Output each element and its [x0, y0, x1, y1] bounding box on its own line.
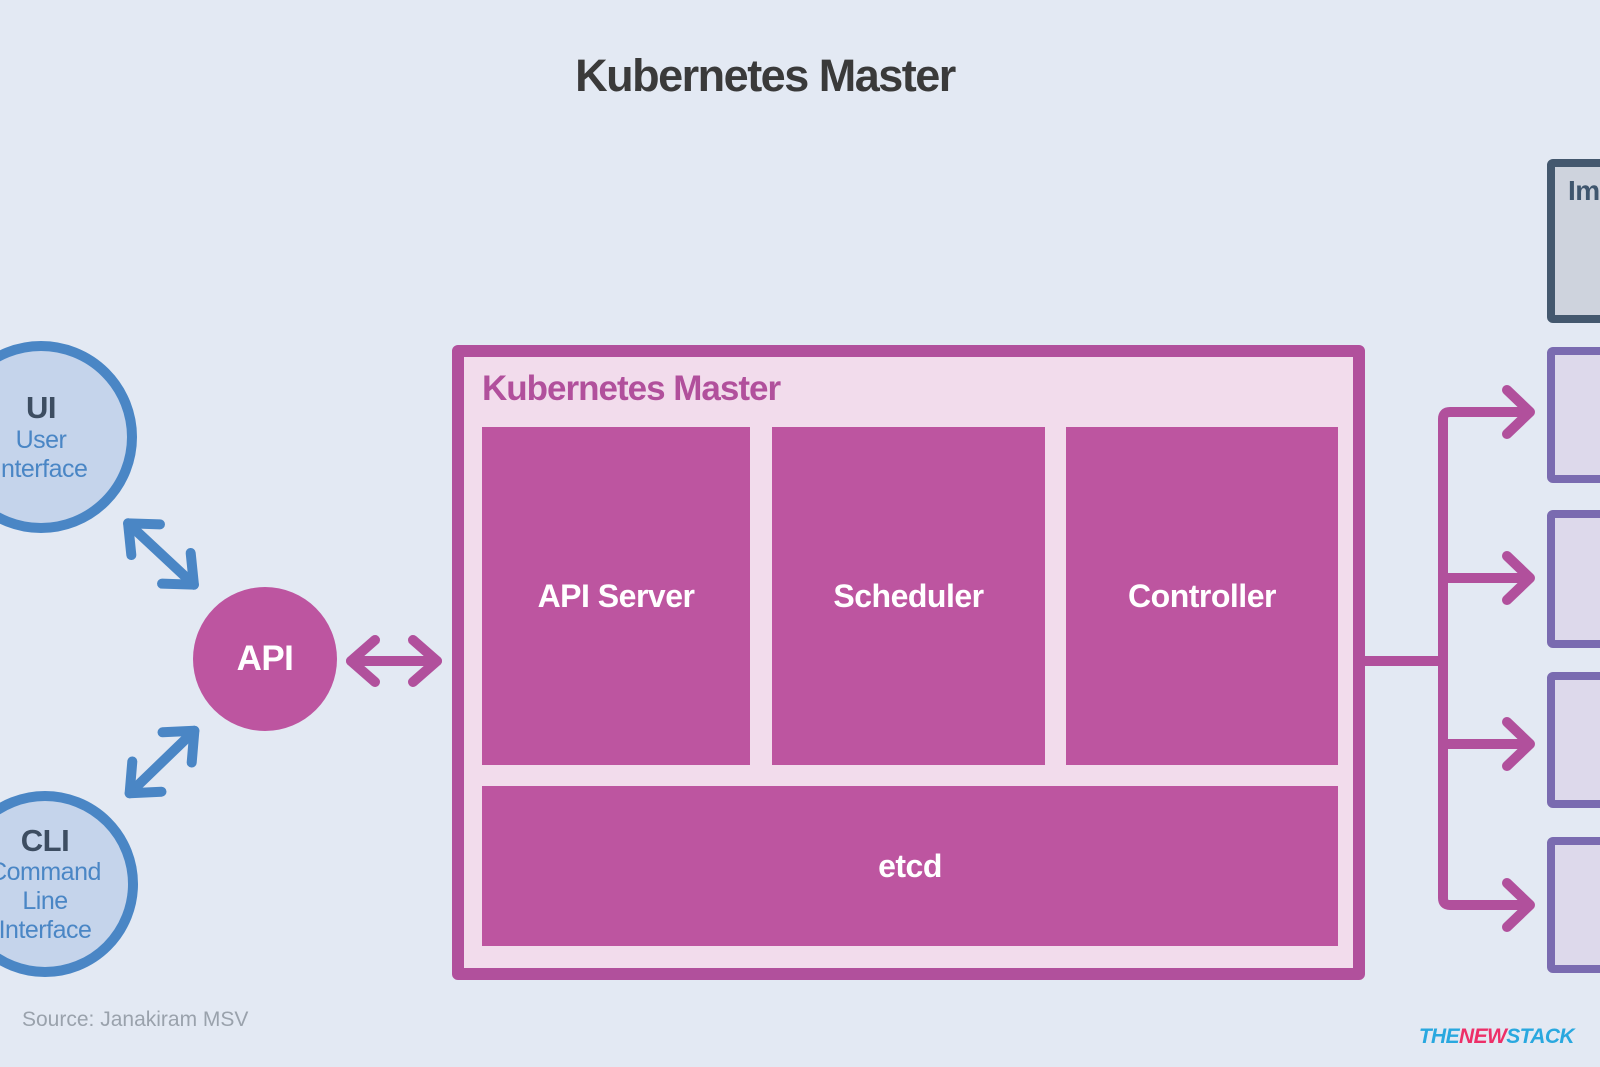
logo-stack: STACK [1506, 1025, 1574, 1048]
node-arrowhead-2 [1502, 551, 1535, 605]
node-arrowhead-3 [1502, 717, 1535, 771]
image-registry-box: Im [1547, 159, 1600, 323]
api-master-arrowhead-right [408, 635, 442, 687]
node-trunk-line [1438, 407, 1523, 910]
component-box-api-server: API Server [482, 427, 750, 765]
thenewstack-logo: THENEWSTACK [1418, 1025, 1575, 1049]
node-box-3 [1547, 672, 1600, 808]
cli-api-double-arrow [124, 725, 200, 799]
ui-line-1: User [15, 425, 67, 454]
cli-api-arrowhead-left [124, 756, 167, 799]
cli-line-3: Interface [0, 916, 92, 945]
api-master-arrowhead-left [346, 635, 380, 687]
ui-line-2: Interface [0, 454, 88, 483]
kubernetes-master-box-label: Kubernetes Master [482, 369, 781, 408]
node-box-2 [1547, 510, 1600, 648]
page-title: Kubernetes Master [575, 50, 956, 101]
cli-line-1: Command [0, 858, 101, 887]
kubernetes-master-box: Kubernetes Master API Server Scheduler C… [452, 345, 1365, 980]
logo-new: NEW [1459, 1025, 1507, 1048]
node-box-1 [1547, 347, 1600, 483]
image-registry-label: Im [1568, 175, 1600, 206]
component-label-api-server: API Server [537, 577, 695, 614]
node-arrowhead-1 [1502, 385, 1535, 439]
component-label-scheduler: Scheduler [833, 577, 984, 614]
source-credit: Source: Janakiram MSV [22, 1008, 249, 1031]
node-arrowhead-4 [1502, 878, 1535, 932]
logo-the: THE [1418, 1025, 1460, 1048]
api-master-double-arrow [346, 635, 442, 687]
node-box-4 [1547, 837, 1600, 973]
cli-abbr: CLI [20, 822, 70, 858]
etcd-label: etcd [878, 847, 942, 884]
api-circle: API [193, 587, 337, 731]
ui-abbr: UI [26, 390, 57, 426]
etcd-box: etcd [482, 786, 1338, 946]
component-label-controller: Controller [1128, 577, 1276, 614]
cli-api-arrowhead-right [157, 725, 200, 768]
api-label: API [236, 639, 294, 678]
cli-circle: CLI Command Line Interface [0, 791, 138, 977]
cli-line-2: Line [22, 887, 68, 916]
ui-circle: UI User Interface [0, 341, 137, 533]
ui-api-arrow-shaft [123, 518, 199, 590]
ui-api-double-arrow [123, 518, 199, 590]
cli-api-arrow-shaft [124, 725, 200, 799]
ui-api-arrowhead-left [123, 518, 165, 561]
ui-api-arrowhead-right [157, 547, 199, 590]
component-box-scheduler: Scheduler [772, 427, 1045, 765]
component-box-controller: Controller [1066, 427, 1338, 765]
